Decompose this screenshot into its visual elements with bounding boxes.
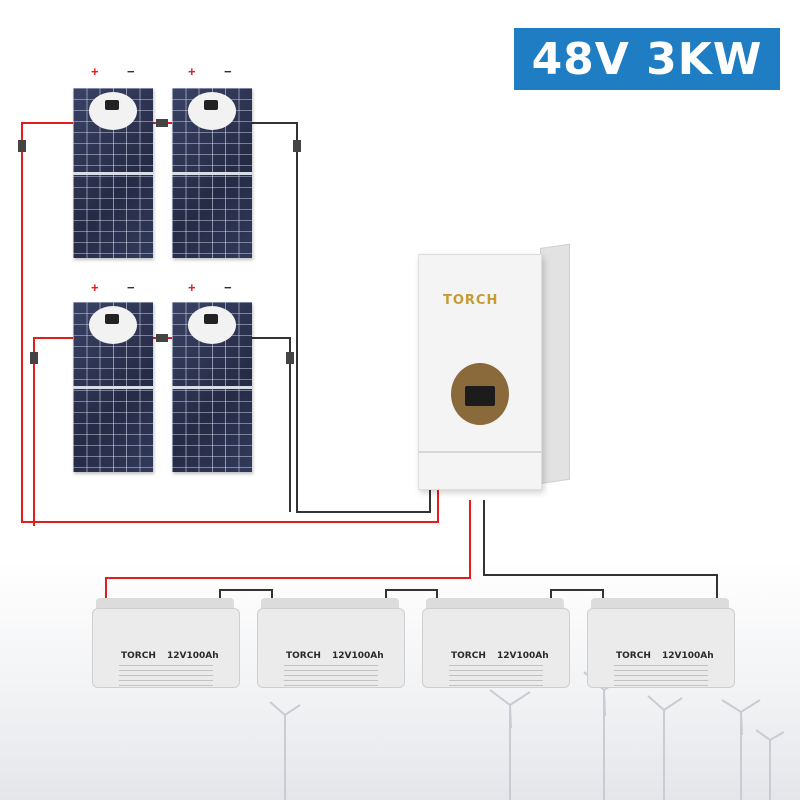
hybrid-inverter: TORCH bbox=[418, 243, 570, 490]
solar-panel bbox=[172, 88, 252, 258]
positive-terminal-label: + bbox=[91, 64, 99, 79]
mc4-connector bbox=[156, 334, 168, 342]
battery: TORCH 12V100Ah bbox=[587, 598, 735, 689]
junction-box bbox=[188, 92, 236, 130]
battery-brand: TORCH bbox=[451, 651, 486, 661]
inverter-front: TORCH bbox=[418, 254, 542, 490]
solar-panel bbox=[73, 88, 153, 258]
battery-brand: TORCH bbox=[121, 651, 156, 661]
top-positive-wire bbox=[21, 122, 439, 523]
mc4-connector bbox=[286, 352, 294, 364]
positive-terminal-label: + bbox=[188, 64, 196, 79]
battery: TORCH 12V100Ah bbox=[92, 598, 240, 689]
top-negative-wire bbox=[220, 122, 431, 513]
battery-model: 12V100Ah bbox=[497, 651, 549, 661]
battery-model: 12V100Ah bbox=[167, 651, 219, 661]
negative-terminal-label: − bbox=[127, 64, 135, 79]
mc4-connector bbox=[293, 140, 301, 152]
negative-terminal-label: − bbox=[224, 64, 232, 79]
junction-box bbox=[188, 306, 236, 344]
battery-brand: TORCH bbox=[286, 651, 321, 661]
mc4-connector bbox=[156, 119, 168, 127]
system-rating-title: 48V 3KW bbox=[531, 33, 763, 85]
junction-box bbox=[89, 92, 137, 130]
battery-positive-wire bbox=[105, 500, 471, 608]
inverter-side-panel bbox=[540, 243, 570, 484]
solar-panel bbox=[172, 302, 252, 472]
negative-terminal-label: − bbox=[127, 280, 135, 295]
junction-box bbox=[89, 306, 137, 344]
battery-negative-wire bbox=[483, 500, 718, 608]
negative-terminal-label: − bbox=[224, 280, 232, 295]
inverter-brand-logo: TORCH bbox=[443, 293, 499, 308]
battery-model: 12V100Ah bbox=[662, 651, 714, 661]
positive-terminal-label: + bbox=[188, 280, 196, 295]
battery: TORCH 12V100Ah bbox=[257, 598, 405, 689]
mc4-connector bbox=[18, 140, 26, 152]
battery: TORCH 12V100Ah bbox=[422, 598, 570, 689]
battery-brand: TORCH bbox=[616, 651, 651, 661]
battery-model: 12V100Ah bbox=[332, 651, 384, 661]
inverter-lcd-screen bbox=[465, 386, 495, 406]
system-rating-banner: 48V 3KW bbox=[514, 28, 780, 90]
solar-panel bbox=[73, 302, 153, 472]
positive-terminal-label: + bbox=[91, 280, 99, 295]
mc4-connector bbox=[30, 352, 38, 364]
